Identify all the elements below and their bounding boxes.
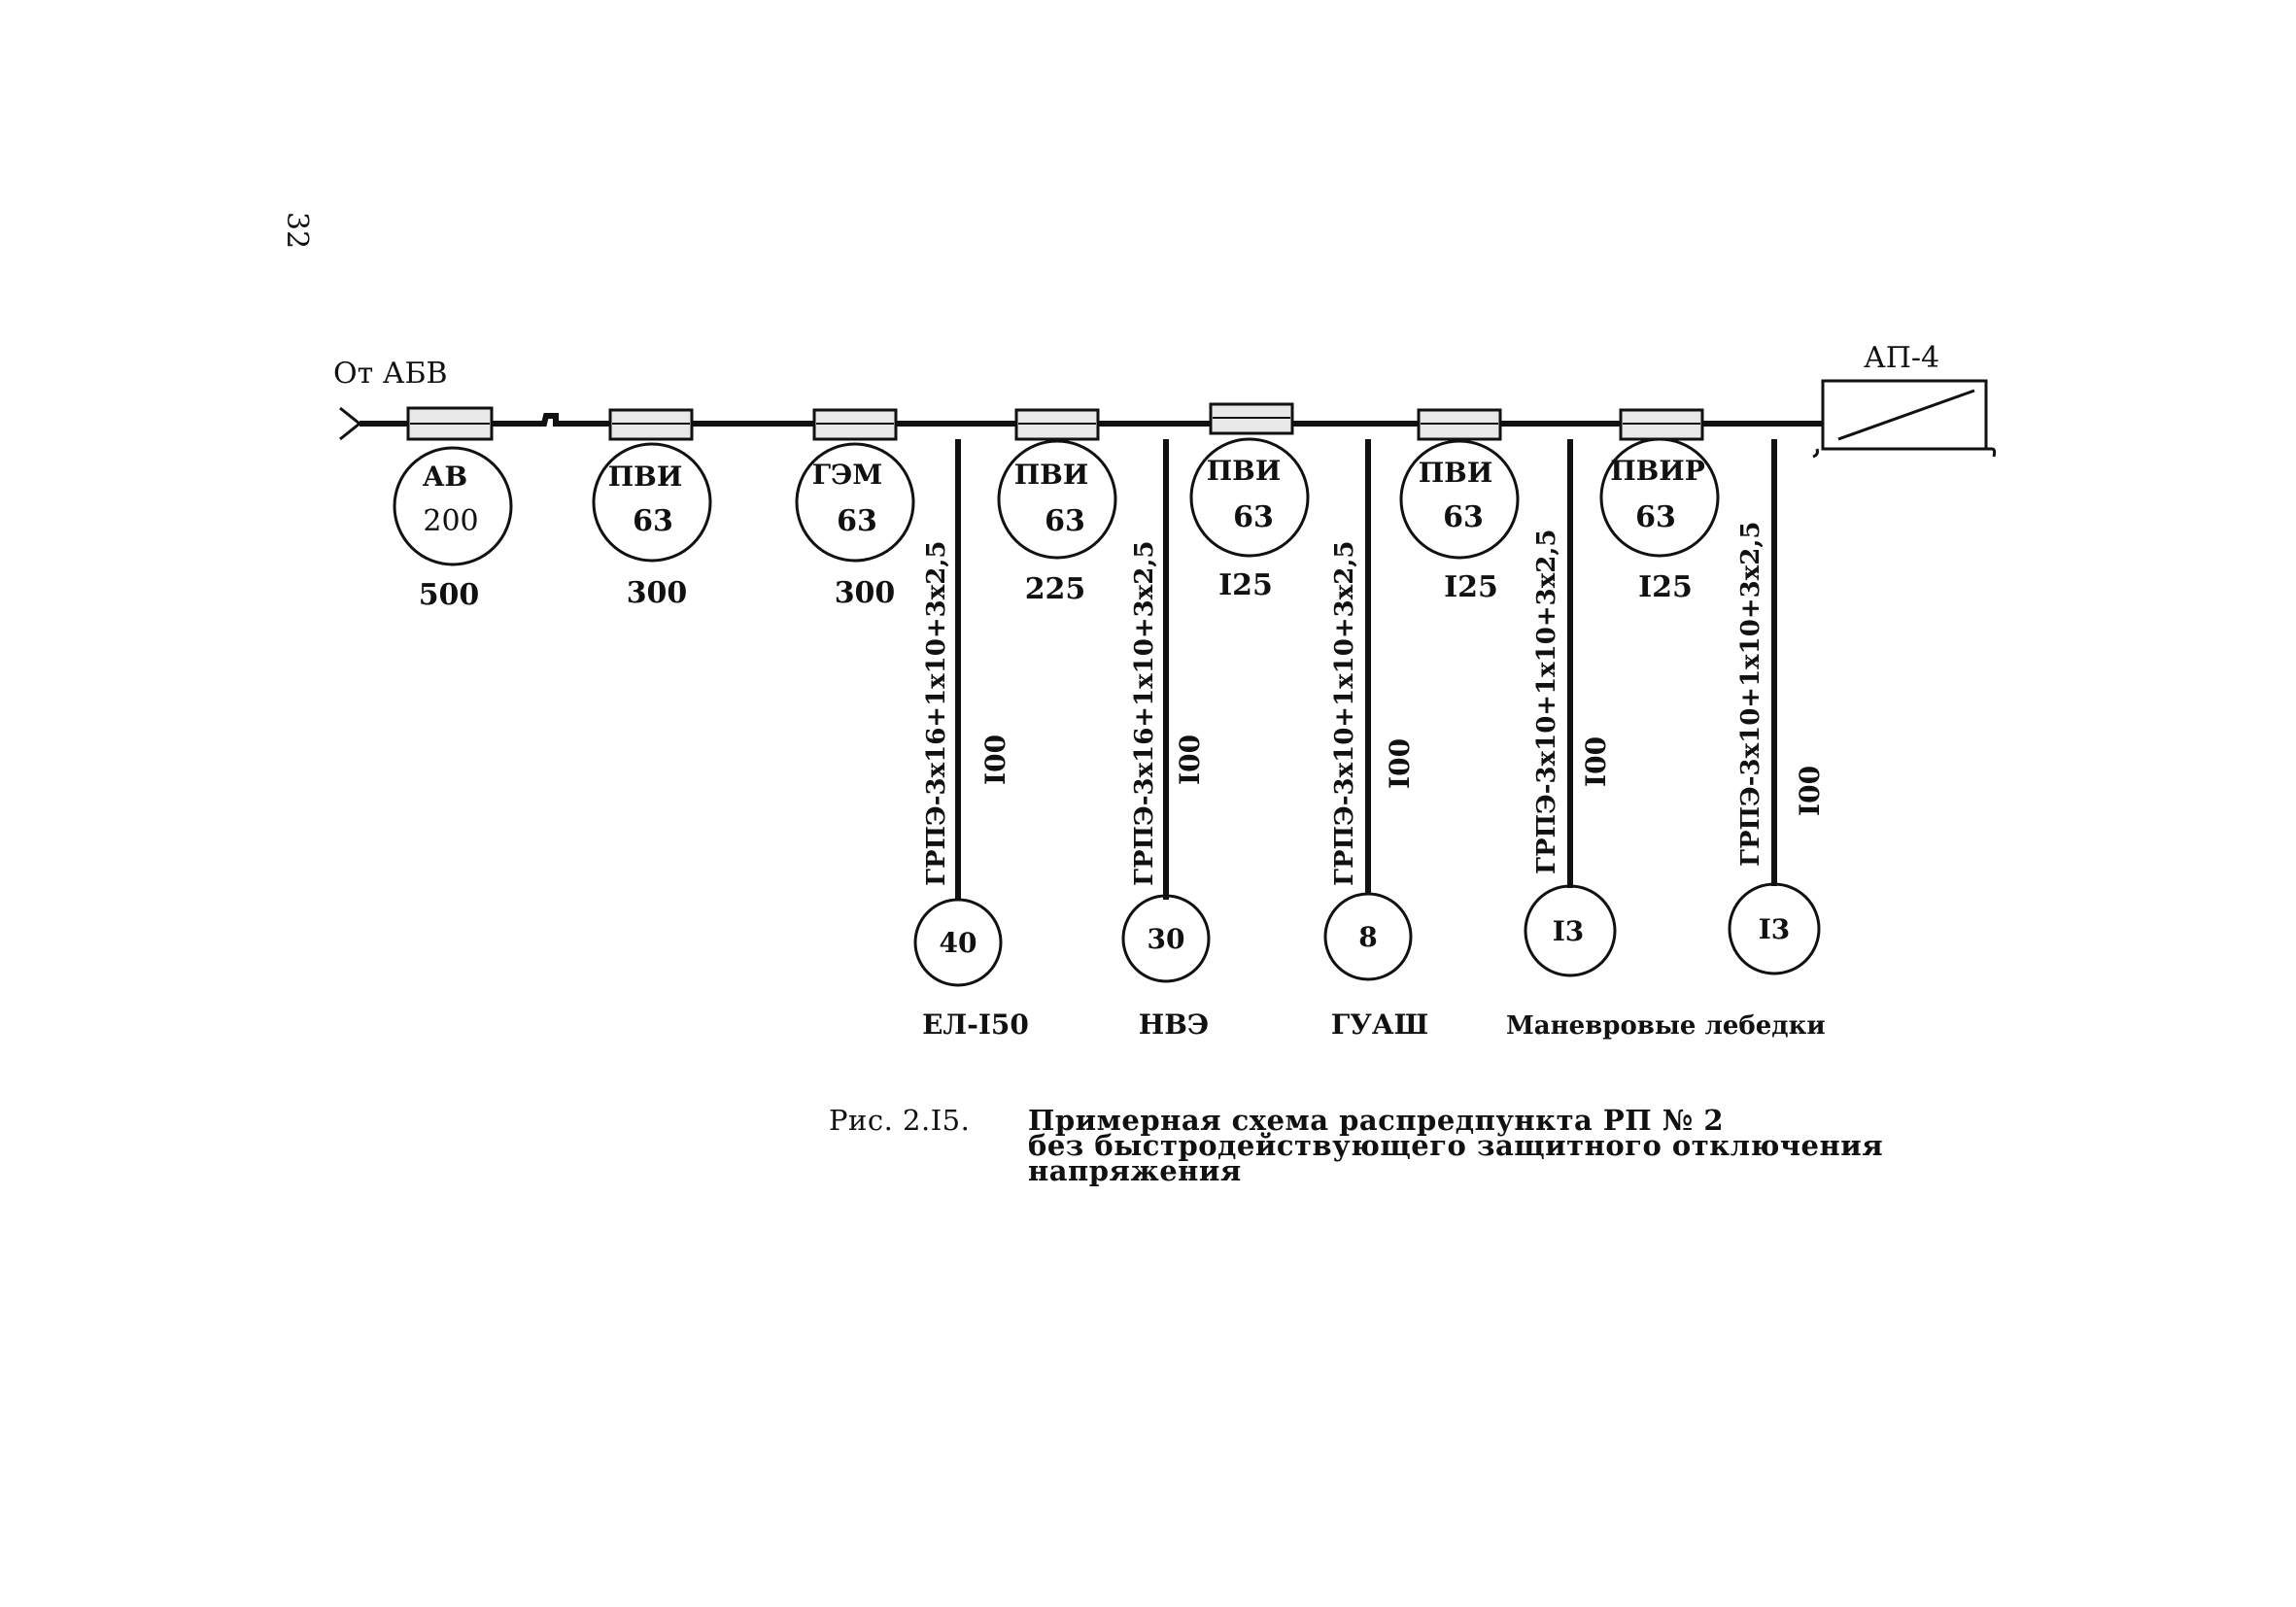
consumer-name: НВЭ xyxy=(1139,1009,1209,1041)
consumer-power: 8 xyxy=(1358,921,1377,953)
consumer-power: 30 xyxy=(1148,923,1185,955)
branch-length: I00 xyxy=(1174,735,1206,785)
device-rating: 63 xyxy=(837,504,877,538)
top-device: ПВИР 63 I25 xyxy=(1599,408,1720,604)
consumer-power: I3 xyxy=(1759,913,1791,945)
consumer-power: I3 xyxy=(1553,915,1585,947)
top-device: ПВИ 63 300 xyxy=(592,408,712,610)
device-type: ПВИ xyxy=(1014,459,1089,491)
top-device: ПВИ 63 I25 xyxy=(1189,402,1310,602)
consumer-circle xyxy=(1524,884,1617,977)
device-circle xyxy=(795,442,915,563)
end-device-label: АП-4 xyxy=(1864,341,1939,375)
top-device: АВ 200 500 xyxy=(393,406,513,612)
device-rating: 63 xyxy=(633,504,673,538)
branch-cable-spec: ГРПЭ-3х10+1х10+3х2,5 xyxy=(1330,541,1359,886)
device-type: ПВИ xyxy=(1207,455,1282,487)
device-rating: 63 xyxy=(1635,500,1676,534)
device-circle xyxy=(997,439,1117,560)
branch-length: I00 xyxy=(1384,738,1416,789)
caption-line-2: без быстродействующего защитного отключе… xyxy=(1028,1129,1884,1162)
device-circle xyxy=(1189,437,1310,558)
branch-length: I00 xyxy=(979,735,1011,785)
branch-cable-spec: ГРПЭ-3х16+1х10+3х2,5 xyxy=(1130,541,1159,886)
device-type: ПВИ xyxy=(608,461,683,493)
caption-line-1: Примерная схема распредпункта РП № 2 xyxy=(1028,1104,1725,1137)
device-circle xyxy=(1599,437,1720,558)
device-current: I25 xyxy=(1218,568,1273,602)
figure-caption: Рис. 2.I5. Примерная схема распредпункта … xyxy=(829,1104,1884,1187)
branch: ГРПЭ-3х10+1х10+3х2,5 I00 I3 Маневровые л… xyxy=(1506,439,1826,1041)
device-type: ГЭМ xyxy=(812,459,883,491)
device-current: 300 xyxy=(835,576,896,610)
branch-cable-spec: ГРПЭ-3х16+1х10+3х2,5 xyxy=(922,541,951,886)
device-current: 500 xyxy=(419,578,480,612)
end-device-ap4: АП-4 xyxy=(1812,341,1997,459)
top-device: ПВИ 63 I25 xyxy=(1399,408,1520,604)
consumer-circle xyxy=(1728,882,1821,975)
branch-cable-spec: ГРПЭ-3х10+1х10+3х2,5 xyxy=(1532,530,1561,874)
device-circle xyxy=(592,442,712,563)
device-type: ПВИР xyxy=(1610,455,1705,487)
consumer-name: ЕЛ-I50 xyxy=(922,1009,1029,1041)
consumer-power: 40 xyxy=(940,927,977,959)
device-current: I25 xyxy=(1638,570,1693,604)
branch: ГРПЭ-3х10+1х10+3х2,5 I00 I3 xyxy=(1728,439,1826,975)
incoming-feed-arrow xyxy=(339,406,362,441)
device-rating: 63 xyxy=(1233,500,1274,534)
consumer-circle xyxy=(1121,894,1211,983)
branch-length: I00 xyxy=(1580,736,1612,787)
branch: ГРПЭ-3х16+1х10+3х2,5 I00 40 ЕЛ-I50 xyxy=(913,439,1029,1041)
caption-line-3: напряжения xyxy=(1028,1154,1242,1187)
page-number: 32 xyxy=(280,212,314,249)
branch: ГРПЭ-3х10+1х10+3х2,5 I00 8 ГУАШ xyxy=(1323,439,1428,1041)
top-device: ПВИ 63 225 xyxy=(997,408,1117,606)
consumer-name: Маневровые лебедки xyxy=(1506,1011,1826,1041)
device-circle xyxy=(393,446,513,566)
device-circle xyxy=(1399,439,1520,560)
device-type: АВ xyxy=(423,461,467,493)
main-bus xyxy=(360,413,1823,427)
consumer-circle xyxy=(1323,892,1413,981)
branch: ГРПЭ-3х16+1х10+3х2,5 I00 30 НВЭ xyxy=(1121,439,1211,1041)
caption-lead: Рис. 2.I5. xyxy=(829,1104,971,1137)
device-type: ПВИ xyxy=(1419,457,1493,489)
device-rating: 63 xyxy=(1443,500,1484,534)
source-label: От АБВ xyxy=(333,357,448,391)
device-current: 300 xyxy=(627,576,688,610)
device-rating: 200 xyxy=(423,504,478,538)
branch-length: I00 xyxy=(1794,766,1826,816)
branch-cable-spec: ГРПЭ-3х10+1х10+3х2,5 xyxy=(1736,522,1765,867)
device-current: I25 xyxy=(1444,570,1498,604)
device-rating: 63 xyxy=(1045,504,1085,538)
consumer-circle xyxy=(913,898,1003,987)
consumer-name: ГУАШ xyxy=(1331,1009,1428,1041)
top-device: ГЭМ 63 300 xyxy=(795,408,915,610)
device-current: 225 xyxy=(1025,572,1086,606)
